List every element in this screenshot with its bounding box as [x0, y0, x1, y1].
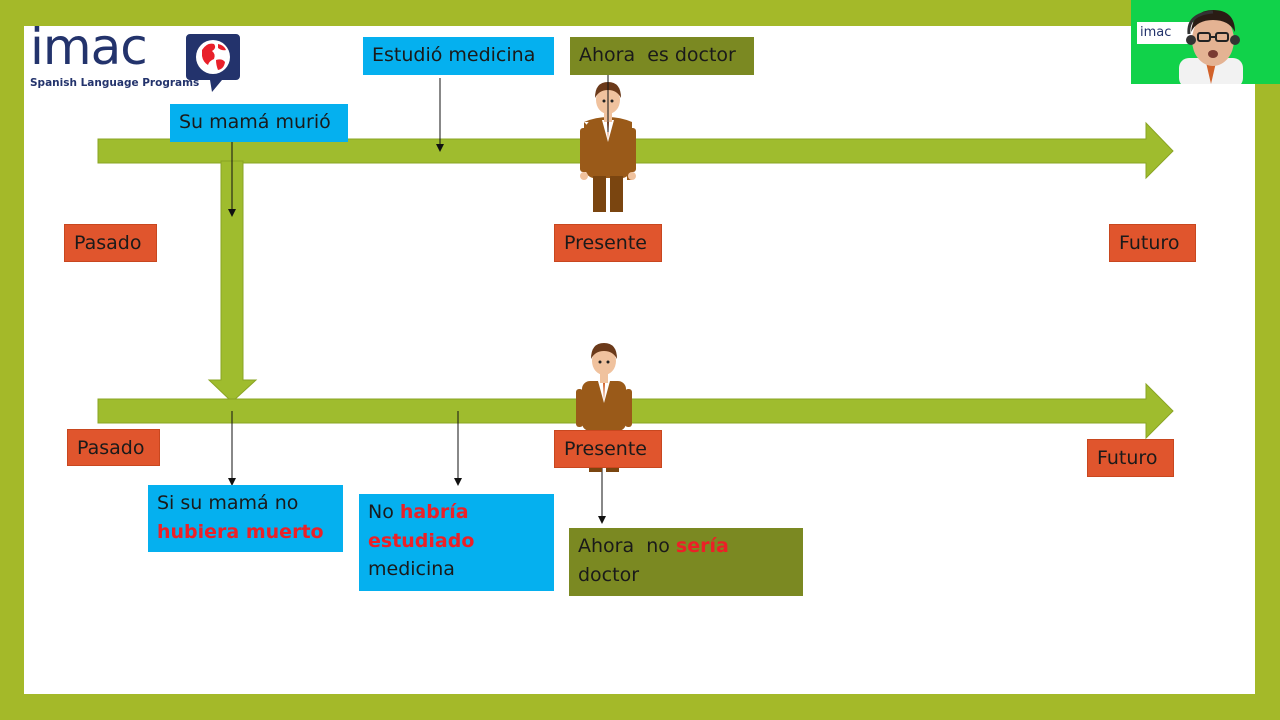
- top-label-future: Futuro: [1109, 224, 1196, 262]
- bottom-label-future-text: Futuro: [1097, 447, 1158, 469]
- top-label-present: Presente: [554, 224, 662, 262]
- logo-wordmark: imac: [30, 18, 148, 76]
- globe-speech-bubble-icon: [186, 34, 240, 92]
- imac-logo: imac Spanish Language Programs: [30, 22, 245, 95]
- bottom-label-present-text: Presente: [564, 438, 647, 460]
- presenter-video: [1179, 10, 1243, 84]
- bottom-label-past: Pasado: [67, 429, 160, 466]
- result-present-verb: sería: [675, 535, 729, 557]
- bottom-label-future: Futuro: [1087, 439, 1174, 477]
- event-studied-medicine-text: Estudió medicina: [372, 44, 536, 66]
- result-past-suffix: medicina: [368, 558, 455, 580]
- condition-verb-text: hubiera muerto: [157, 520, 324, 543]
- result-past-verb-2: estudiado: [368, 529, 475, 552]
- doctor-figure-top-icon: [580, 70, 636, 212]
- result-present-prefix: Ahora no: [578, 535, 670, 557]
- result-present-box: Ahora no sería doctor: [569, 528, 803, 596]
- bottom-timeline-arrow: [97, 382, 1174, 440]
- webcam-logo: imac: [1137, 22, 1195, 44]
- event-mother-died-text: Su mamá murió: [179, 111, 331, 133]
- top-label-future-text: Futuro: [1119, 232, 1180, 254]
- top-label-past: Pasado: [64, 224, 157, 262]
- bottom-label-past-text: Pasado: [77, 437, 145, 459]
- top-label-past-text: Pasado: [74, 232, 142, 254]
- result-present-suffix: doctor: [578, 563, 640, 586]
- result-past-prefix: No: [368, 501, 394, 523]
- result-past-box: No habría estudiado medicina: [359, 494, 554, 591]
- webcam-overlay: imac: [1131, 0, 1280, 84]
- logo-tagline: Spanish Language Programs: [30, 77, 200, 89]
- condition-plain-text: Si su mamá no: [157, 492, 299, 514]
- result-past-verb-1: habría: [399, 501, 469, 523]
- event-mother-died: Su mamá murió: [170, 104, 348, 142]
- event-now-doctor: Ahora es doctor: [570, 37, 754, 75]
- top-label-present-text: Presente: [564, 232, 647, 254]
- condition-box: Si su mamá no hubiera muerto: [148, 485, 343, 552]
- event-now-doctor-text: Ahora es doctor: [579, 44, 736, 66]
- bottom-label-present: Presente: [554, 430, 662, 468]
- event-studied-medicine: Estudió medicina: [363, 37, 554, 75]
- branch-down-arrow: [207, 160, 258, 403]
